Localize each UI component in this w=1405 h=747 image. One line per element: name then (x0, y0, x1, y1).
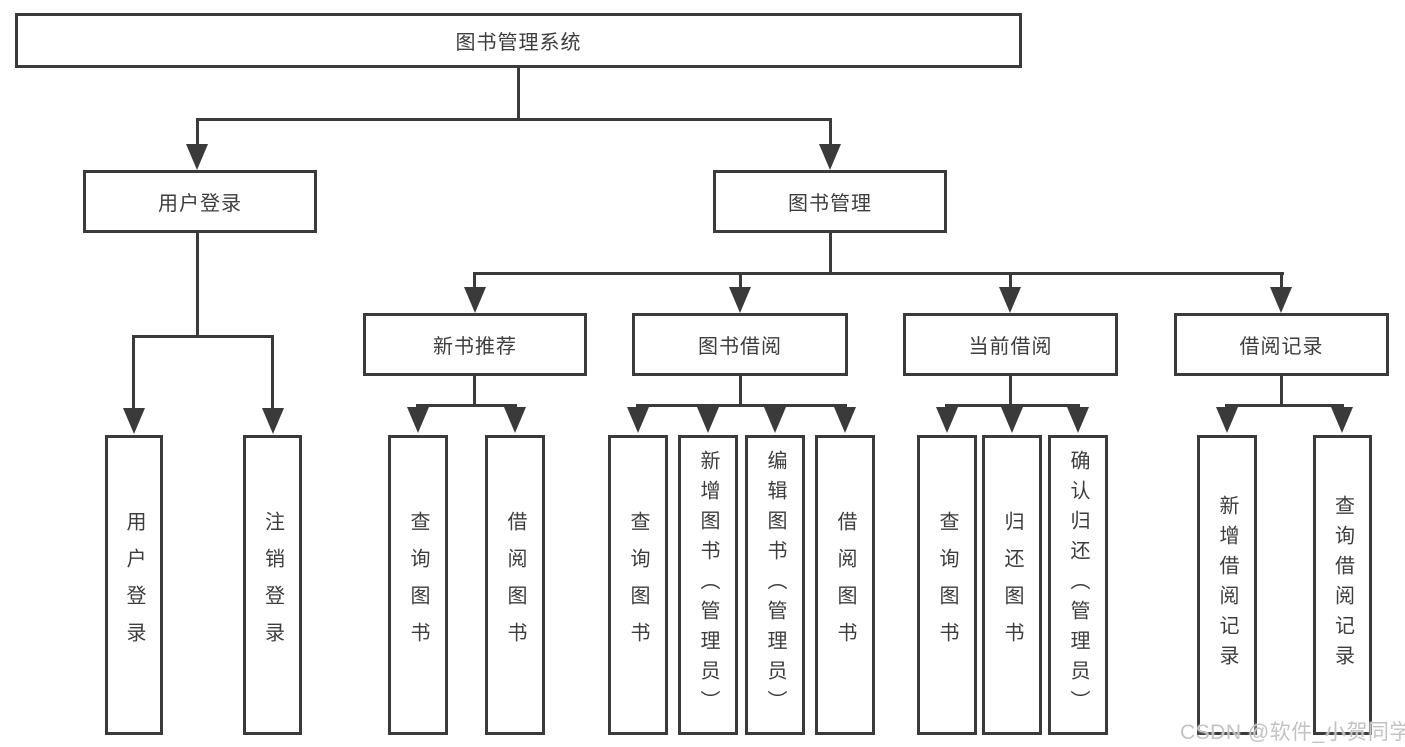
leaf-label: 查询图书 (627, 511, 649, 659)
leaf-label: 确认归还（管理员） (1067, 450, 1089, 720)
connector-line (473, 376, 476, 406)
connector-line (1009, 272, 1012, 289)
leaf-query-borrow-record: 查询借阅记录 (1313, 435, 1372, 735)
connector-line (1280, 376, 1283, 406)
leaf-borrow-books: 借阅图书 (815, 435, 875, 735)
leaf-add-borrow-record: 新增借阅记录 (1197, 435, 1257, 735)
connector-line (473, 272, 476, 289)
arrowhead-down-icon (764, 407, 786, 433)
node-label: 新书推荐 (433, 336, 517, 358)
arrowhead-down-icon (504, 407, 526, 433)
connector-line (132, 335, 274, 338)
leaf-borrow-books-recommend: 借阅图书 (485, 435, 545, 735)
node-user-login: 用户登录 (83, 170, 317, 233)
connector-line (739, 272, 742, 289)
connector-line (829, 118, 832, 146)
node-label: 借阅记录 (1239, 336, 1324, 358)
arrowhead-down-icon (1331, 407, 1353, 433)
connector-line (196, 118, 832, 121)
leaf-label: 注销登录 (261, 511, 284, 659)
arrowhead-down-icon (697, 407, 719, 433)
connector-line (132, 335, 135, 409)
connector-line (636, 404, 847, 407)
leaf-return-books: 归还图书 (982, 435, 1042, 735)
leaf-label: 查询借阅记录 (1331, 495, 1354, 675)
connector-line (271, 335, 274, 409)
leaf-label: 用户登录 (123, 511, 145, 659)
node-current-borrow: 当前借阅 (903, 313, 1118, 376)
node-new-book-recommend: 新书推荐 (363, 313, 587, 376)
leaf-label: 编辑图书（管理员） (764, 450, 786, 720)
arrowhead-down-icon (834, 407, 856, 433)
leaf-label: 新增图书（管理员） (697, 450, 719, 720)
connector-line (196, 118, 199, 146)
arrowhead-down-icon (627, 407, 649, 433)
leaf-label: 归还图书 (1001, 511, 1023, 659)
connector-line (1009, 376, 1012, 406)
node-label: 图书管理 (788, 193, 872, 215)
arrowhead-down-icon (1067, 407, 1089, 433)
connector-line (739, 376, 742, 406)
arrowhead-down-icon (819, 144, 841, 170)
arrowhead-down-icon (407, 407, 429, 433)
arrowhead-down-icon (1216, 407, 1238, 433)
leaf-query-books-recommend: 查询图书 (388, 435, 448, 735)
node-book-borrow: 图书借阅 (632, 313, 848, 376)
csdn-watermark: CSDN @软件_小贺同学 (1180, 721, 1405, 744)
leaf-label: 借阅图书 (834, 511, 856, 659)
connector-line (1280, 272, 1283, 289)
leaf-user-login: 用户登录 (105, 435, 163, 735)
node-label: 当前借阅 (968, 336, 1053, 358)
leaf-label: 借阅图书 (504, 511, 526, 659)
arrowhead-down-icon (186, 144, 208, 170)
arrowhead-down-icon (936, 407, 958, 433)
leaf-label: 新增借阅记录 (1216, 495, 1238, 675)
leaf-add-books-admin: 新增图书（管理员） (678, 435, 738, 735)
connector-line (416, 404, 517, 407)
arrowhead-down-icon (123, 408, 145, 434)
arrowhead-down-icon (999, 287, 1021, 313)
connector-line (829, 233, 832, 275)
leaf-edit-books-admin: 编辑图书（管理员） (745, 435, 805, 735)
connector-line (945, 404, 1080, 407)
arrowhead-down-icon (262, 408, 284, 434)
connector-line (196, 233, 199, 337)
leaf-label: 查询图书 (936, 511, 958, 659)
node-label: 用户登录 (158, 193, 242, 215)
leaf-query-books-current: 查询图书 (917, 435, 977, 735)
leaf-label: 查询图书 (407, 511, 429, 659)
connector-line (1225, 404, 1344, 407)
leaf-query-books: 查询图书 (608, 435, 668, 735)
leaf-confirm-return-admin: 确认归还（管理员） (1048, 435, 1108, 735)
connector-line (517, 68, 520, 120)
node-book-management: 图书管理 (713, 170, 947, 233)
arrowhead-down-icon (464, 287, 486, 313)
node-label: 图书管理系统 (455, 32, 582, 54)
arrowhead-down-icon (729, 287, 751, 313)
node-borrow-records: 借阅记录 (1174, 313, 1389, 376)
node-label: 图书借阅 (698, 336, 782, 358)
arrowhead-down-icon (1001, 407, 1023, 433)
arrowhead-down-icon (1270, 287, 1292, 313)
leaf-logout: 注销登录 (243, 435, 302, 735)
node-library-management-system: 图书管理系统 (15, 13, 1022, 68)
connector-line (473, 272, 1284, 275)
